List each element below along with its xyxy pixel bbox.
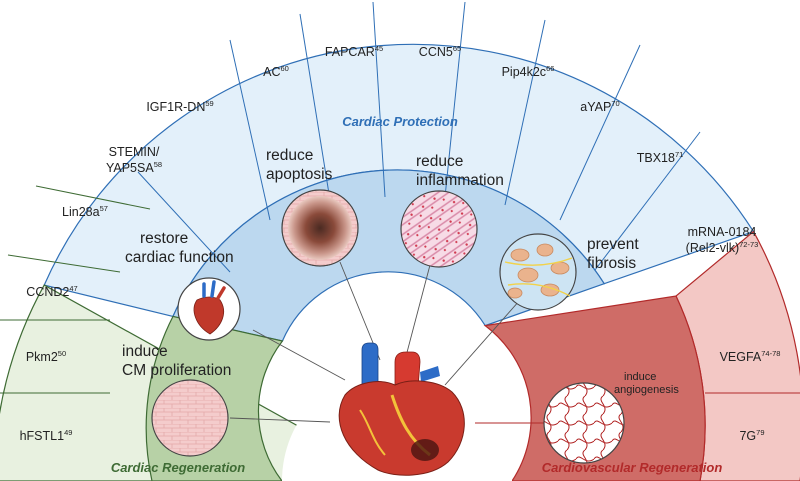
cardiomyocyte-tissue-image <box>151 379 229 457</box>
gene-pip4k2c: Pip4k2c66 <box>502 64 555 79</box>
fibrosis-tissue-image <box>499 233 577 311</box>
gene-ac: AC60 <box>263 64 289 79</box>
action-reduce-inflammation: reduce inflammation <box>416 153 504 189</box>
protection-dividers <box>137 1 701 273</box>
heart-function-image <box>177 277 241 341</box>
protection-action-area <box>172 169 606 342</box>
gene-hfstl1: hFSTL149 <box>20 428 73 443</box>
gene-ccnd2: CCND247 <box>26 284 77 299</box>
gene-7g: 7G79 <box>739 428 764 443</box>
action-restore-cardiac-function: restore cardiac function <box>125 230 234 266</box>
gene-stemin: STEMIN/ <box>109 145 160 159</box>
central-heart-icon <box>338 342 465 476</box>
gene-lin28a: Lin28a57 <box>62 204 108 219</box>
gene-ayap: aYAP70 <box>580 99 619 114</box>
gene-stemin-line2: YAP5SA58 <box>106 160 162 175</box>
section-title-protection: Cardiac Protection <box>342 114 458 129</box>
gene-pkm2: Pkm250 <box>26 349 66 364</box>
inflammation-tissue-image <box>400 190 478 268</box>
gene-ccn5: CCN565 <box>419 44 461 59</box>
gene-mrna-0184-line2: (Rel2-vlk)72-73 <box>686 240 759 255</box>
gene-vegfa: VEGFA74-78 <box>720 349 781 364</box>
action-induce-cm-proliferation: induce CM proliferation <box>122 343 231 379</box>
action-prevent-fibrosis: prevent fibrosis <box>587 236 643 272</box>
section-title-regeneration: Cardiac Regeneration <box>111 460 245 475</box>
gene-tbx18: TBX1871 <box>637 150 684 165</box>
action-induce-angiogenesis: induce angiogenesis <box>614 371 679 396</box>
gene-igf1r-dn: IGF1R-DN59 <box>146 99 213 114</box>
regeneration-dividers <box>0 185 151 394</box>
gene-mrna-0184: mRNA-0184 <box>688 225 757 239</box>
apoptosis-tissue-image <box>281 189 359 267</box>
section-title-vascular: Cardiovascular Regeneration <box>542 460 723 475</box>
action-reduce-apoptosis: reduce apoptosis <box>266 147 333 183</box>
angiogenesis-tissue-image <box>543 382 625 464</box>
gene-fapcar: FAPCAR45 <box>325 44 383 59</box>
